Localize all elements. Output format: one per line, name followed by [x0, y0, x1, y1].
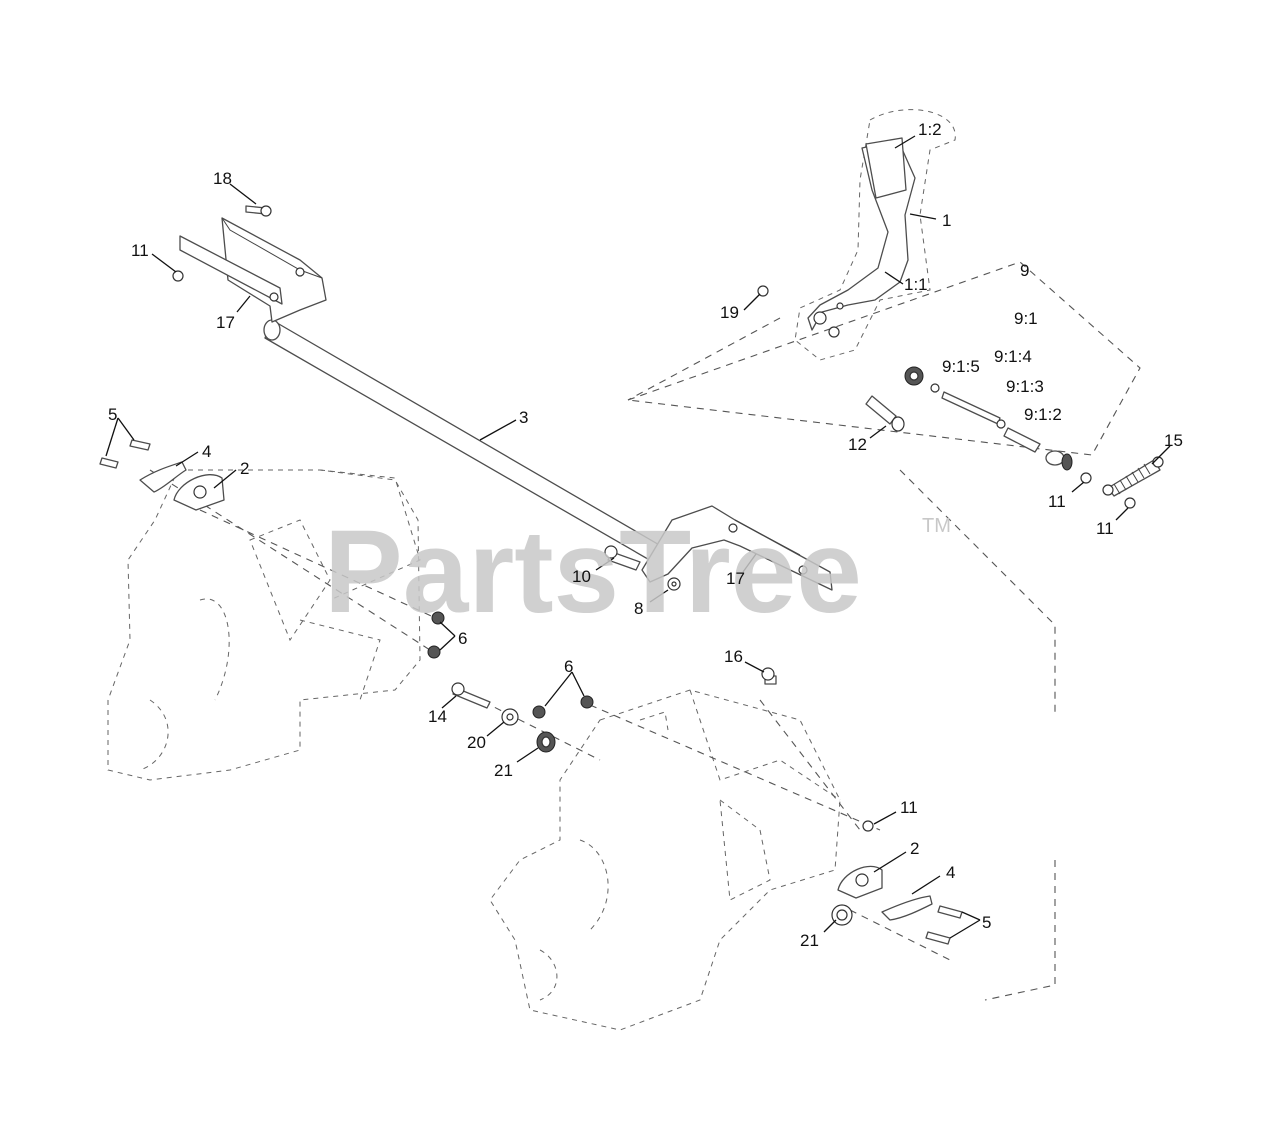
strap-part-4-right	[881, 895, 933, 921]
callout-4-a: 4	[202, 442, 211, 461]
callout-5-b: 5	[982, 913, 991, 932]
nut-6-b	[427, 645, 441, 659]
left-frame-plate	[107, 469, 421, 781]
callout-1-2: 1:2	[918, 120, 942, 139]
callout-4-b: 4	[946, 863, 955, 882]
callout-11-c: 11	[131, 241, 149, 260]
callout-21-a: 21	[494, 761, 513, 780]
nut-6-c	[532, 705, 546, 719]
watermark: PartsTree TM	[324, 506, 951, 638]
callout-19: 19	[720, 303, 739, 322]
callout-20: 20	[467, 733, 486, 752]
bearing-flange-part-2-right	[837, 865, 883, 899]
hardware-fasteners	[99, 205, 1136, 945]
pin-part-12	[865, 395, 905, 432]
callout-11-b: 11	[1096, 519, 1114, 538]
nut-6-a	[431, 611, 445, 625]
bolt-5-d	[925, 931, 951, 945]
callout-21-b: 21	[800, 931, 819, 950]
nut-11-b	[1124, 497, 1136, 509]
callout-11-d: 11	[900, 798, 918, 817]
callout-9-1-4: 9:1:4	[994, 347, 1032, 366]
callout-1: 1	[942, 211, 951, 230]
leader-lines	[105, 135, 1171, 939]
bolt-19	[757, 285, 769, 297]
nut-6-d	[580, 695, 594, 709]
callout-10: 10	[572, 567, 591, 586]
callout-15: 15	[1164, 431, 1183, 450]
strap-part-4-left	[139, 461, 187, 493]
callout-17-b: 17	[726, 569, 745, 588]
bolt-5-b	[129, 439, 151, 451]
callout-9-1-2: 9:1:2	[1024, 405, 1062, 424]
callout-6-a: 6	[458, 629, 467, 648]
callout-11-a: 11	[1048, 492, 1066, 511]
callout-6-b: 6	[564, 657, 573, 676]
callout-12: 12	[848, 435, 867, 454]
callout-labels: 1:2 1 1:1 9 9:1 9:1:5 9:1:4 9:1:3 9:1:2 …	[108, 120, 1183, 950]
callout-9: 9	[1020, 261, 1029, 280]
callout-8: 8	[634, 599, 643, 618]
callout-9-1: 9:1	[1014, 309, 1038, 328]
callout-16: 16	[724, 647, 743, 666]
nut-11-c	[172, 270, 184, 282]
callout-2-b: 2	[910, 839, 919, 858]
latch-assembly-part-9	[904, 366, 1073, 471]
pedal-lever-part-1	[794, 109, 956, 361]
right-frame-plate	[489, 689, 841, 1031]
callout-2-a: 2	[240, 459, 249, 478]
callout-3: 3	[519, 408, 528, 427]
callout-9-1-5: 9:1:5	[942, 357, 980, 376]
bolt-5-c	[937, 905, 963, 919]
callout-18: 18	[213, 169, 232, 188]
callout-1-1: 1:1	[904, 275, 928, 294]
watermark-text: PartsTree	[324, 506, 862, 638]
left-arm-bracket-part-17	[179, 217, 327, 323]
callout-14: 14	[428, 707, 447, 726]
bearing-flange-part-2-left	[173, 474, 225, 511]
bolt-5-a	[99, 457, 119, 469]
callout-17-a: 17	[216, 313, 235, 332]
callout-5-a: 5	[108, 405, 117, 424]
nut-11-d	[862, 820, 874, 832]
callout-9-1-3: 9:1:3	[1006, 377, 1044, 396]
spring-part-15	[1102, 456, 1164, 497]
nut-11-a	[1080, 472, 1092, 484]
right-arm-bracket-part-17	[641, 505, 833, 591]
watermark-trademark: TM	[922, 515, 951, 537]
